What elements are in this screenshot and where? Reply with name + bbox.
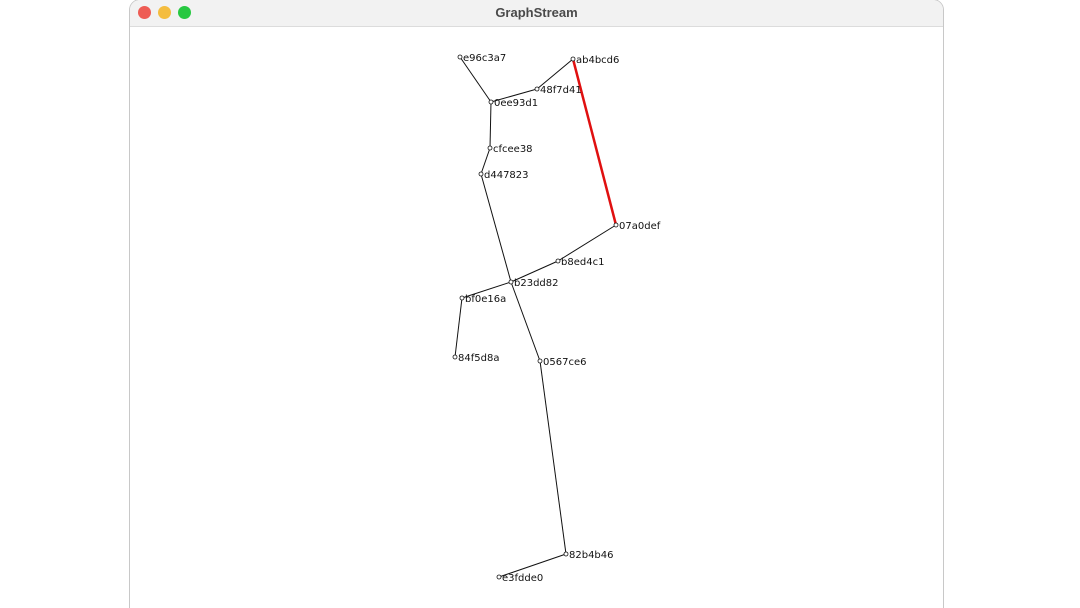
graph-node-marker[interactable]: [555, 258, 561, 264]
graph-edge: [459, 56, 492, 103]
graph-node-marker[interactable]: [488, 99, 494, 105]
window-title: GraphStream: [495, 5, 578, 20]
graph-node-label: b23dd82: [514, 278, 559, 289]
graph-edge: [454, 297, 463, 358]
graph-node-label: 84f5d8a: [458, 353, 499, 364]
graph-node[interactable]: 07a0def: [613, 221, 661, 232]
graph-node-label: ab4bcd6: [576, 55, 619, 66]
graph-edge-highlighted: [571, 58, 618, 226]
graph-node-marker[interactable]: [478, 171, 484, 177]
graph-node-label: e96c3a7: [463, 53, 506, 64]
graph-node[interactable]: e96c3a7: [457, 53, 506, 64]
graph-node-marker[interactable]: [563, 551, 569, 557]
graph-node[interactable]: cfcee38: [487, 144, 533, 155]
graph-edge: [510, 260, 559, 283]
graph-node[interactable]: 48f7d41: [534, 85, 582, 96]
graph-node-label: cfcee38: [493, 144, 533, 155]
graph-node-label: b8ed4c1: [561, 257, 604, 268]
graph-node[interactable]: bf0e16a: [459, 294, 506, 305]
graph-node-marker[interactable]: [459, 295, 465, 301]
graph-node-label: 82b4b46: [569, 550, 614, 561]
close-window-button[interactable]: [138, 6, 151, 19]
graph-node[interactable]: d447823: [478, 170, 529, 181]
minimize-window-button[interactable]: [158, 6, 171, 19]
graph-node-label: d447823: [484, 170, 529, 181]
graph-node[interactable]: e3fdde0: [496, 573, 543, 584]
graph-node-label: e3fdde0: [502, 573, 543, 584]
graph-edge: [557, 224, 617, 262]
graph-node-label: 48f7d41: [540, 85, 582, 96]
graph-node[interactable]: 0567ce6: [537, 357, 586, 368]
graph-node-marker[interactable]: [534, 86, 540, 92]
graph-node-label: 07a0def: [619, 221, 661, 232]
graph-node-marker[interactable]: [570, 56, 576, 62]
maximize-window-button[interactable]: [178, 6, 191, 19]
graph-node[interactable]: b23dd82: [508, 278, 559, 289]
graph-edge: [539, 360, 567, 555]
graph-edge: [489, 101, 492, 149]
graph-node-marker[interactable]: [496, 574, 502, 580]
title-bar[interactable]: GraphStream: [130, 0, 943, 27]
graph-node-marker[interactable]: [457, 54, 463, 60]
graph-node-marker[interactable]: [613, 222, 619, 228]
graph-node-marker[interactable]: [537, 358, 543, 364]
graph-edge: [498, 553, 567, 578]
graph-edge: [536, 58, 574, 90]
graph-node[interactable]: ab4bcd6: [570, 55, 619, 66]
graph-edge: [480, 147, 491, 175]
graph-node[interactable]: 84f5d8a: [452, 353, 499, 364]
graph-node-marker[interactable]: [452, 354, 458, 360]
graph-node-label: bf0e16a: [465, 294, 506, 305]
graph-node-marker[interactable]: [487, 145, 493, 151]
graph-node[interactable]: 82b4b46: [563, 550, 614, 561]
graph-node-label: 0ee93d1: [494, 98, 538, 109]
graph-edge: [480, 173, 512, 283]
graph-node[interactable]: 0ee93d1: [488, 98, 538, 109]
graph-edge: [510, 281, 541, 362]
edges-layer: [454, 56, 618, 578]
graph-node-label: 0567ce6: [543, 357, 586, 368]
graph-edge: [461, 281, 512, 299]
graph-node[interactable]: b8ed4c1: [555, 257, 604, 268]
graph-edge: [490, 88, 538, 103]
graph-node-marker[interactable]: [508, 279, 514, 285]
